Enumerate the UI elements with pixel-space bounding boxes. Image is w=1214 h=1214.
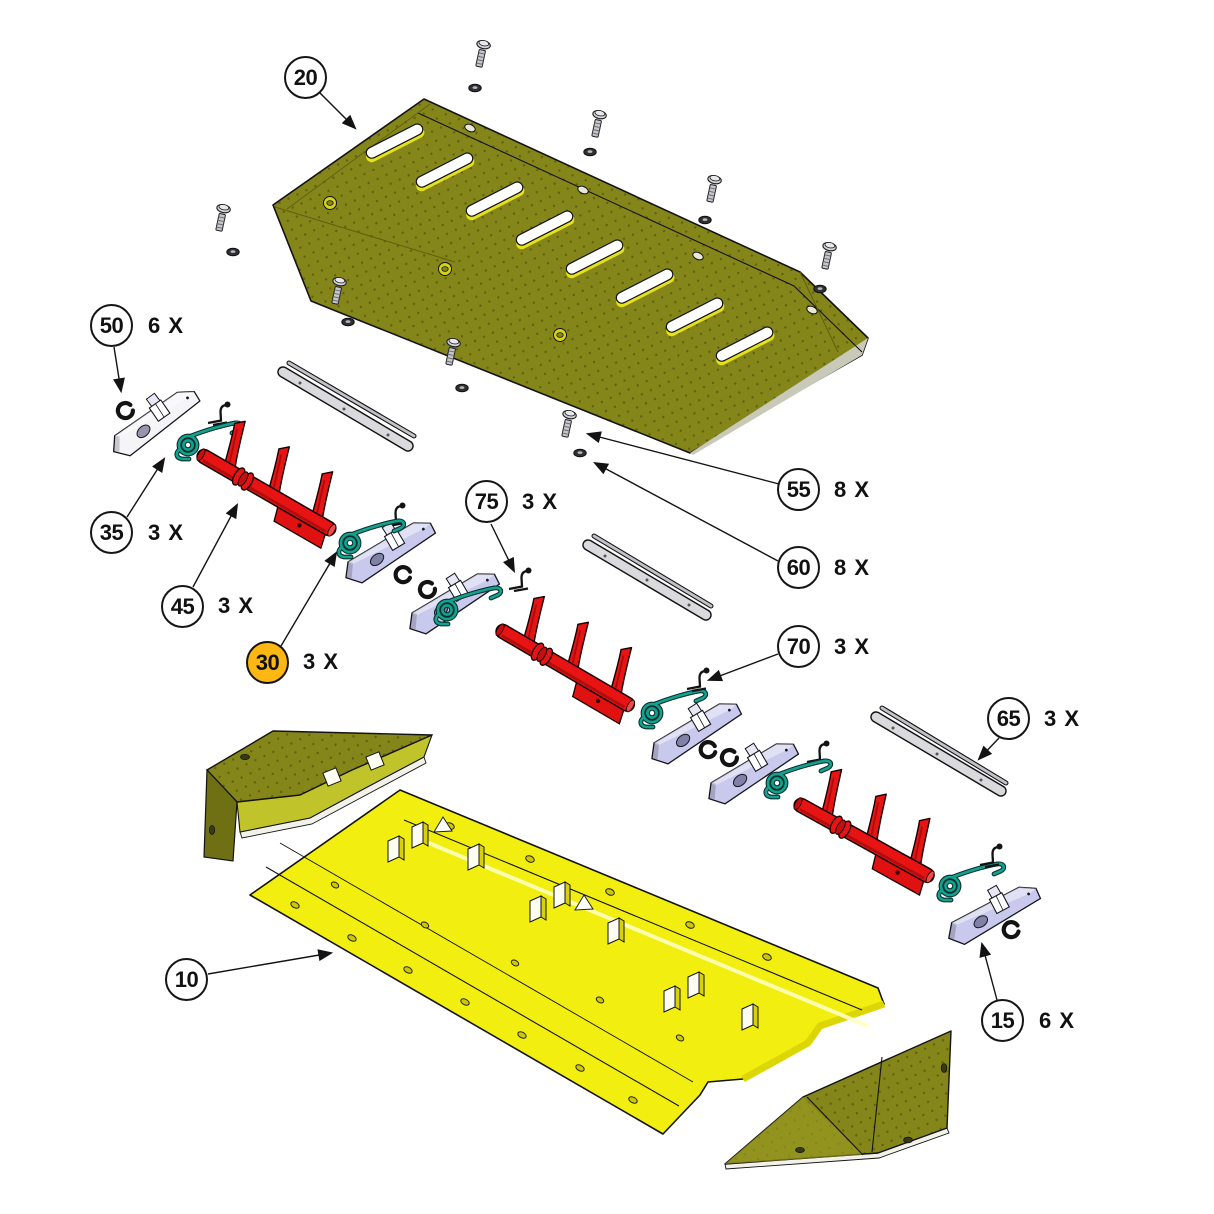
retainer-clip-4: [685, 666, 711, 693]
e-clip-1: [116, 401, 134, 419]
callout-balloon-70[interactable]: 70: [777, 625, 820, 668]
callout-balloon-55[interactable]: 55: [777, 468, 820, 511]
callout-number-65: 65: [996, 705, 1021, 731]
cover-screw-holes: [323, 196, 567, 342]
callout-number-30: 30: [255, 649, 280, 675]
leader-65: [977, 737, 1000, 761]
retainer-clip-3: [507, 566, 533, 593]
callout-qty-65: 3 X: [1044, 706, 1081, 731]
e-clip-5: [720, 748, 738, 766]
callout-balloon-30[interactable]: 30: [246, 641, 289, 684]
callout-balloon-60[interactable]: 60: [777, 546, 820, 589]
callout-qty-55: 8 X: [834, 477, 871, 502]
callout-number-20: 20: [293, 64, 318, 90]
callout-number-10: 10: [174, 966, 199, 992]
leader-55: [585, 431, 780, 485]
pivot-bracket-5: [695, 726, 805, 810]
left-end-cap: [203, 730, 433, 862]
tine-bar-assembly-3: [783, 756, 960, 899]
callout-qty-70: 3 X: [834, 634, 871, 659]
tine-bar-assembly-2: [485, 582, 661, 728]
leader-20: [319, 92, 357, 130]
callout-balloon-15[interactable]: 15: [981, 999, 1024, 1042]
cover-lip-holes: [464, 123, 818, 315]
callout-balloon-35[interactable]: 35: [90, 511, 133, 554]
callout-qty-60: 8 X: [834, 555, 871, 580]
wear-bar-1: [277, 360, 417, 452]
callout-balloon-20[interactable]: 20: [284, 56, 327, 99]
callout-number-35: 35: [99, 519, 124, 545]
leader-lines: [113, 92, 1000, 1001]
callout-balloon-45[interactable]: 45: [161, 585, 204, 628]
e-clip-2: [394, 566, 411, 583]
callout-qty-75: 3 X: [522, 489, 559, 514]
e-clip-6: [1004, 922, 1019, 937]
leader-60: [593, 461, 779, 562]
leader-45: [192, 503, 239, 588]
leader-15: [979, 941, 998, 1001]
callout-number-75: 75: [474, 488, 499, 514]
leader-70: [706, 653, 779, 682]
callout-qty-35: 3 X: [148, 520, 185, 545]
callout-qty-45: 3 X: [218, 593, 255, 618]
callout-qty-15: 6 X: [1039, 1008, 1076, 1033]
callout-qty-30: 3 X: [303, 649, 340, 674]
leader-10: [207, 949, 334, 975]
callout-number-15: 15: [990, 1007, 1015, 1033]
wear-bar-3: [870, 705, 1009, 797]
callout-number-45: 45: [170, 593, 195, 619]
cover-slots: [365, 123, 775, 366]
right-end-cap: [724, 1030, 952, 1170]
callout-qty-50: 6 X: [148, 313, 185, 338]
callout-number-55: 55: [786, 476, 811, 502]
callout-balloon-10[interactable]: 10: [165, 958, 208, 1001]
callout-balloon-50[interactable]: 50: [90, 304, 133, 347]
base-plate-weldment: [249, 789, 886, 1135]
callout-balloon-65[interactable]: 65: [987, 697, 1030, 740]
top-cover-plate: [272, 98, 869, 455]
callout-balloon-75[interactable]: 75: [465, 480, 508, 523]
leader-75: [490, 523, 515, 574]
callout-number-70: 70: [786, 633, 811, 659]
leader-35: [126, 457, 166, 518]
e-clip-3: [418, 580, 437, 599]
leader-30: [280, 551, 338, 647]
leader-50: [113, 346, 125, 394]
e-clip-4: [700, 742, 716, 758]
callout-number-50: 50: [99, 312, 124, 338]
callout-number-60: 60: [786, 554, 811, 580]
wear-bar-2: [582, 533, 714, 621]
retainer-clip-1: [206, 400, 232, 427]
